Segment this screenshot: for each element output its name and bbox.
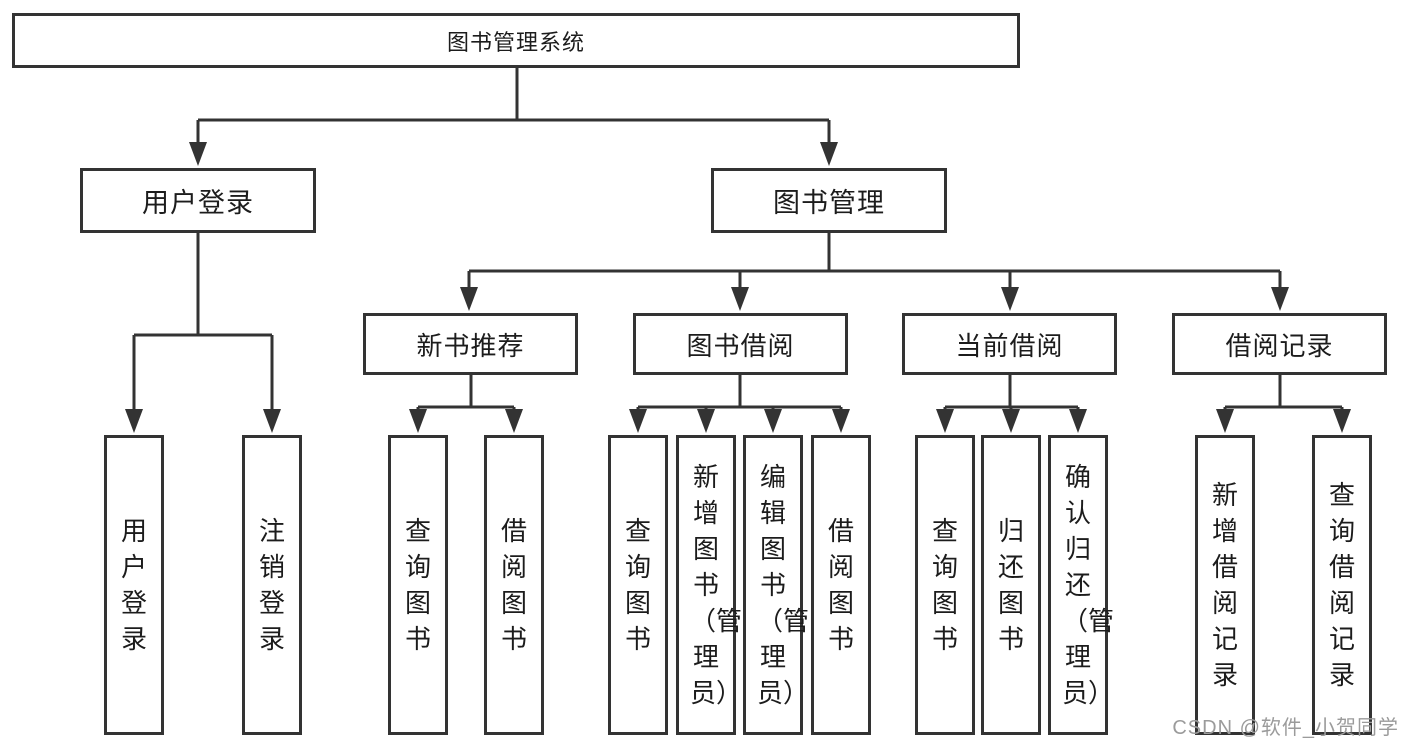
node-book-borrowing: 图书借阅 bbox=[633, 313, 848, 375]
node-label: 归还图书 bbox=[997, 516, 1024, 654]
node-borrow-books-leaf: 借阅图书 bbox=[811, 435, 871, 735]
node-label: 新增图书（管理员） bbox=[690, 462, 743, 708]
watermark-text: CSDN @软件_小贺同学 bbox=[1172, 717, 1399, 739]
node-query-borrow-record: 查询借阅记录 bbox=[1312, 435, 1372, 735]
node-borrowing-records: 借阅记录 bbox=[1172, 313, 1387, 375]
node-label: 查询借阅记录 bbox=[1328, 480, 1355, 690]
node-confirm-return-admin: 确认归还（管理员） bbox=[1048, 435, 1115, 735]
node-query-books-recommend: 查询图书 bbox=[388, 435, 448, 735]
node-user-login-leaf: 用户登录 bbox=[104, 435, 164, 735]
node-label: 用户登录 bbox=[120, 516, 147, 654]
node-label: 图书管理 bbox=[773, 188, 885, 218]
node-label: 图书管理系统 bbox=[446, 29, 585, 55]
node-label: 查询图书 bbox=[404, 516, 431, 654]
arrowheads bbox=[125, 142, 1351, 433]
node-label: 注销登录 bbox=[258, 516, 285, 654]
node-query-books-borrow: 查询图书 bbox=[608, 435, 668, 735]
node-label: 当前借阅 bbox=[955, 330, 1064, 361]
node-label: 图书借阅 bbox=[686, 330, 795, 361]
node-library-management-system: 图书管理系统 bbox=[12, 13, 1020, 68]
node-current-borrowing: 当前借阅 bbox=[902, 313, 1117, 375]
node-logout: 注销登录 bbox=[242, 435, 302, 735]
node-label: 借阅图书 bbox=[827, 516, 854, 654]
node-query-books-current: 查询图书 bbox=[915, 435, 975, 735]
node-label: 新增借阅记录 bbox=[1211, 480, 1238, 690]
node-book-management: 图书管理 bbox=[711, 168, 947, 233]
node-new-book-recommendation: 新书推荐 bbox=[363, 313, 578, 375]
node-add-borrow-record: 新增借阅记录 bbox=[1195, 435, 1255, 735]
node-label: 借阅图书 bbox=[500, 516, 527, 654]
node-user-login: 用户登录 bbox=[80, 168, 316, 233]
node-label: 查询图书 bbox=[931, 516, 958, 654]
node-return-books: 归还图书 bbox=[981, 435, 1041, 735]
node-label: 借阅记录 bbox=[1225, 330, 1334, 361]
node-label: 用户登录 bbox=[142, 188, 254, 218]
node-add-book-admin: 新增图书（管理员） bbox=[676, 435, 743, 735]
node-label: 确认归还（管理员） bbox=[1062, 462, 1115, 708]
node-label: 编辑图书（管理员） bbox=[757, 462, 810, 708]
node-label: 新书推荐 bbox=[416, 330, 525, 361]
node-borrow-books-recommend: 借阅图书 bbox=[484, 435, 544, 735]
node-edit-book-admin: 编辑图书（管理员） bbox=[743, 435, 810, 735]
node-label: 查询图书 bbox=[624, 516, 651, 654]
